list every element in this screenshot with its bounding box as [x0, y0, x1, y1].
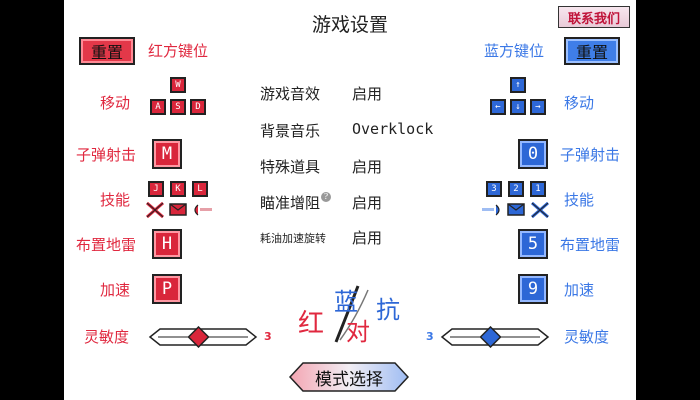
blue-skill-key-3[interactable]: 1 [530, 181, 546, 197]
blue-shoot-label: 子弹射击 [560, 146, 621, 164]
red-keys-header: 红方键位 [148, 42, 209, 60]
fps-counter: 60 [1, 0, 12, 10]
dash-icon [194, 204, 212, 216]
red-skill-key-1[interactable]: J [148, 181, 164, 197]
svg-text:抗: 抗 [376, 296, 400, 324]
dash-icon [482, 204, 500, 216]
svg-text:红: 红 [298, 309, 324, 339]
setting-label-aim: 瞄准增阻? [260, 192, 332, 213]
svg-text:蓝: 蓝 [334, 288, 358, 316]
blue-mine-label: 布置地雷 [560, 236, 621, 254]
blue-sensitivity-slider[interactable] [440, 326, 550, 348]
blue-move-label: 移动 [564, 94, 595, 112]
setting-label-music: 背景音乐 [260, 122, 321, 140]
mail-icon [169, 203, 187, 216]
red-skill-key-2[interactable]: K [170, 181, 186, 197]
mail-icon [507, 203, 525, 216]
svg-text:对: 对 [346, 318, 370, 344]
slider-thumb[interactable] [479, 326, 502, 348]
red-skill-icons [146, 201, 212, 219]
blue-skill-key-2[interactable]: 2 [508, 181, 524, 197]
red-boost-key[interactable]: P [152, 274, 182, 304]
blue-reset-button[interactable]: 重置 [564, 37, 620, 65]
page-title: 游戏设置 [311, 14, 388, 36]
red-move-right-key[interactable]: D [190, 99, 206, 115]
blue-move-down-key[interactable]: ↓ [510, 99, 526, 115]
slider-thumb[interactable] [187, 326, 210, 348]
blue-boost-label: 加速 [564, 281, 595, 299]
blue-boost-key[interactable]: 9 [518, 274, 548, 304]
red-move-up-key[interactable]: W [170, 77, 186, 93]
red-mine-key[interactable]: H [152, 229, 182, 259]
mode-select-label: 模式选择 [315, 369, 383, 390]
blue-move-left-key[interactable]: ← [490, 99, 506, 115]
settings-screen: 游戏设置 联系我们 重置 红方键位 移动 W A S D 子弹射击 M 技能 J… [64, 0, 636, 400]
blue-sensitivity-label: 灵敏度 [564, 328, 610, 346]
setting-label-sound: 游戏音效 [260, 85, 321, 103]
help-icon[interactable]: ? [321, 192, 332, 202]
setting-value-music[interactable]: Overklock [352, 120, 434, 138]
crossed-blades-icon [146, 201, 164, 219]
blue-skill-label: 技能 [564, 191, 595, 209]
red-sensitivity-slider[interactable] [148, 326, 258, 348]
red-boost-label: 加速 [100, 281, 131, 299]
red-sensitivity-label: 灵敏度 [84, 328, 130, 346]
setting-value-aim[interactable]: 启用 [352, 194, 383, 212]
crossed-blades-icon [531, 201, 549, 219]
blue-shoot-key[interactable]: 0 [518, 139, 548, 169]
red-reset-button[interactable]: 重置 [79, 37, 135, 65]
contact-us-button[interactable]: 联系我们 [558, 6, 630, 28]
blue-skill-icons [482, 201, 549, 219]
setting-label-fuel: 耗油加速旋转 [260, 232, 326, 245]
mode-select-button[interactable]: 模式选择 [289, 362, 409, 392]
red-sensitivity-value: 3 [264, 330, 272, 343]
red-skill-key-3[interactable]: L [192, 181, 208, 197]
red-shoot-key[interactable]: M [152, 139, 182, 169]
red-move-label: 移动 [100, 94, 131, 112]
red-shoot-label: 子弹射击 [76, 146, 137, 164]
blue-mine-key[interactable]: 5 [518, 229, 548, 259]
red-move-left-key[interactable]: A [150, 99, 166, 115]
blue-keys-header: 蓝方键位 [484, 42, 545, 60]
red-move-down-key[interactable]: S [170, 99, 186, 115]
red-skill-label: 技能 [100, 191, 131, 209]
red-mine-label: 布置地雷 [76, 236, 137, 254]
blue-move-up-key[interactable]: ↑ [510, 77, 526, 93]
game-logo: 红 蓝 对 抗 [298, 285, 400, 344]
blue-skill-key-1[interactable]: 3 [486, 181, 502, 197]
setting-value-sound[interactable]: 启用 [352, 85, 383, 103]
setting-value-fuel[interactable]: 启用 [352, 229, 383, 247]
blue-move-right-key[interactable]: → [530, 99, 546, 115]
blue-sensitivity-value: 3 [426, 330, 434, 343]
setting-label-items: 特殊道具 [260, 158, 321, 176]
setting-value-items[interactable]: 启用 [352, 158, 383, 176]
